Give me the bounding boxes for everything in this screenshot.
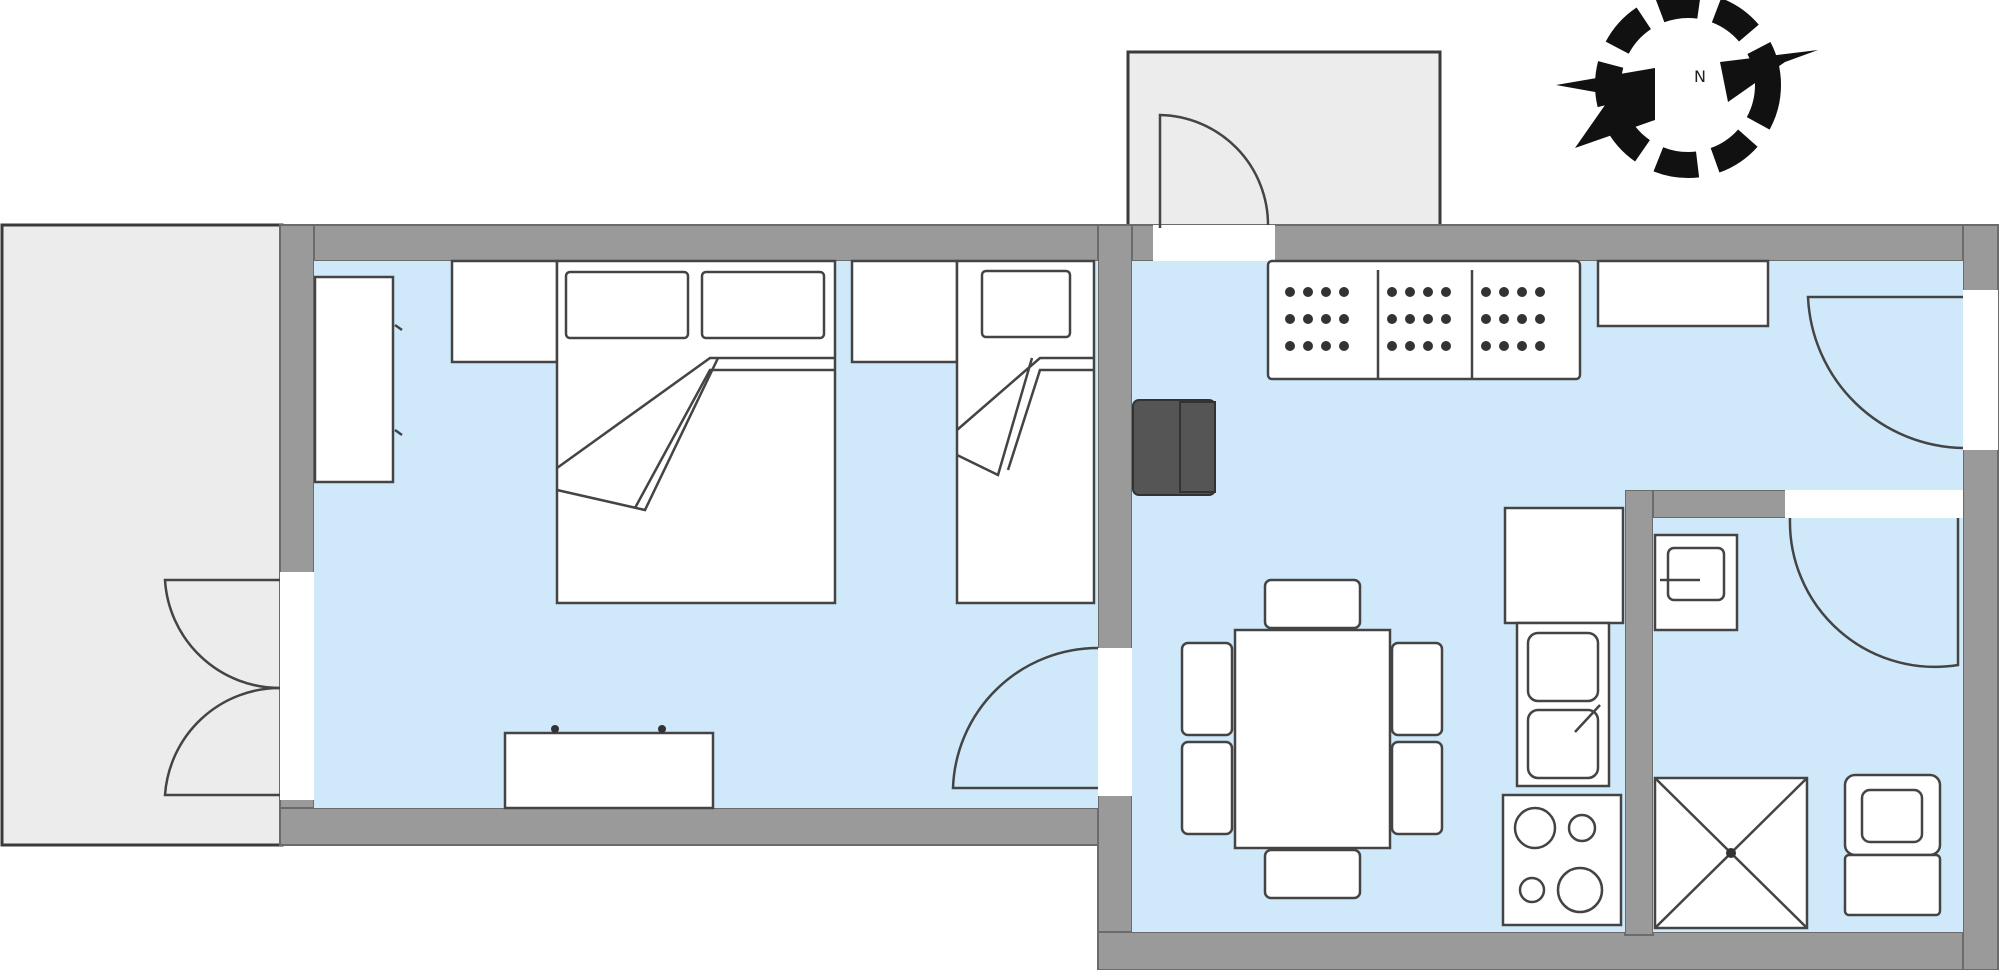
fridge (1503, 506, 1625, 625)
compass-icon: N (1556, 0, 1818, 178)
balcony-top (1126, 50, 1442, 229)
door-openings (280, 225, 1998, 800)
door-entrance[interactable] (1806, 295, 1964, 450)
terrace-left (0, 223, 284, 847)
sink-icon (1515, 621, 1611, 788)
tv-icon (1132, 399, 1216, 496)
stove-icon (1501, 793, 1623, 927)
toilet-icon (1843, 773, 1942, 917)
shelf (1596, 259, 1770, 328)
door-bathroom[interactable] (1788, 517, 1960, 669)
door-balcony[interactable] (1158, 113, 1270, 228)
dresser (503, 725, 715, 810)
double-bed-icon (555, 259, 837, 605)
door-bedroom[interactable] (951, 646, 1099, 790)
dining-table-icon (1180, 578, 1444, 900)
washbasin (1653, 533, 1739, 632)
shower-icon (1653, 776, 1809, 930)
compass-north-label: N (1694, 67, 1706, 86)
nightstand-middle (850, 259, 959, 364)
door-terrace[interactable] (163, 578, 281, 797)
wardrobe-icon (313, 275, 403, 484)
single-bed-icon (955, 259, 1096, 605)
sofa (1266, 259, 1582, 381)
nightstand-left (450, 259, 559, 364)
